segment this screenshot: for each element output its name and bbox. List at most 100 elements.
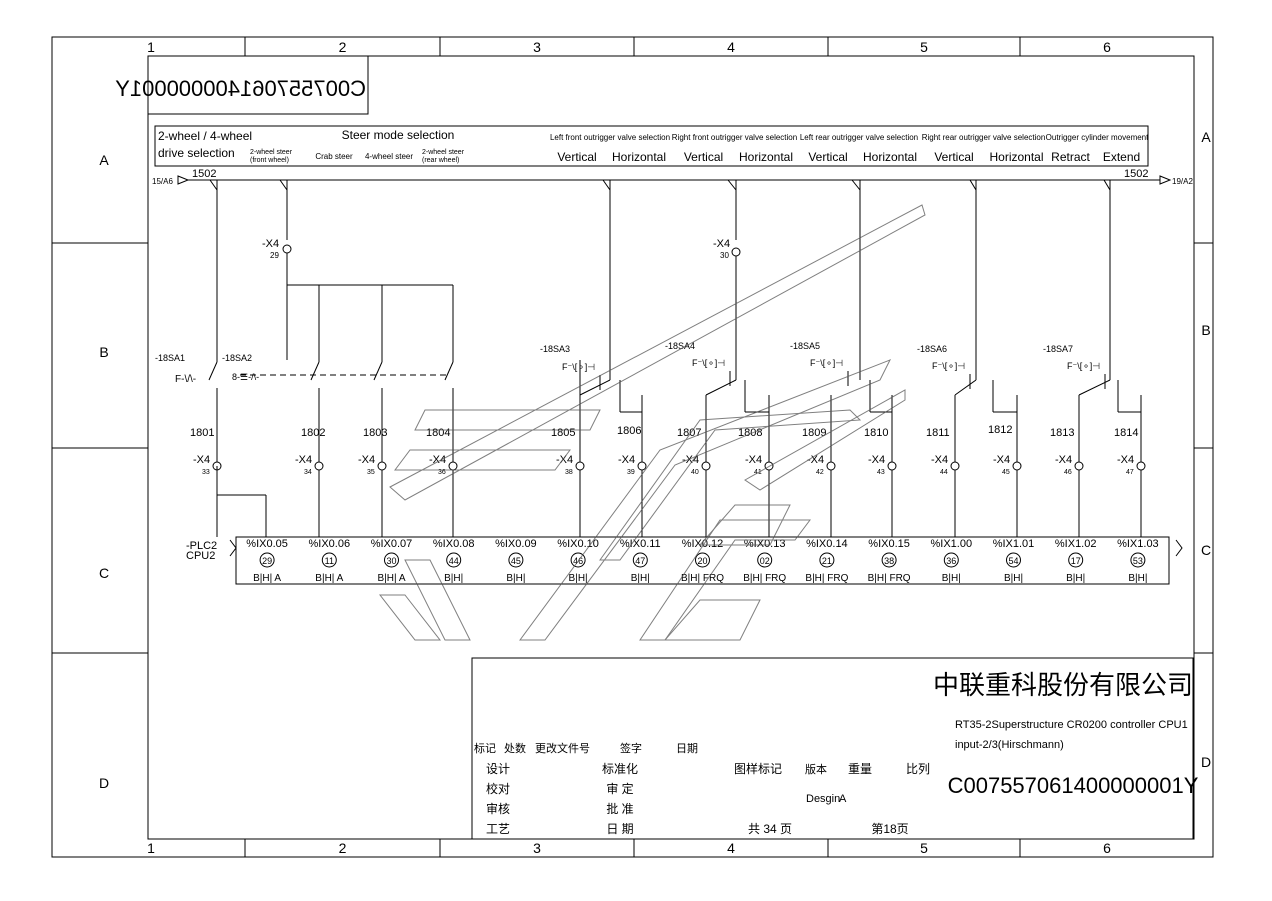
connector-label: -X4 — [931, 454, 948, 466]
switch-label: -18SA7 — [1043, 344, 1073, 354]
group-option: Vertical — [934, 150, 973, 164]
connector-pin: 43 — [877, 469, 885, 476]
plc-pin-circle — [1068, 552, 1084, 568]
plc-pin-circle — [321, 552, 337, 568]
plc-pin: 44 — [449, 556, 459, 566]
connector-label: -X4 — [556, 454, 573, 466]
plc-pin: 20 — [697, 556, 707, 566]
steer-mode-title: Steer mode selection — [342, 128, 455, 142]
connector-label: -X4 — [262, 238, 279, 250]
connector-pin: 45 — [1002, 469, 1010, 476]
design-value: A — [839, 793, 847, 805]
bus-ref-left: 15/A6 — [152, 177, 173, 186]
bus-ref-right: 19/A2 — [1172, 177, 1193, 186]
drive-selection-label: 2-wheel / 4-wheel — [158, 129, 252, 143]
drawing-number: C007557061400000001Y — [948, 773, 1199, 798]
wire-segment — [954, 379, 977, 396]
connector-label: -X4 — [713, 238, 730, 250]
connector-x4-43 — [887, 461, 897, 471]
connector-pin: 46 — [1064, 469, 1072, 476]
page-number: 第18页 — [871, 822, 908, 836]
plc-pin-circle — [570, 552, 586, 568]
plc-address: %IX0.11 — [620, 538, 661, 550]
frame-col-label: 5 — [920, 39, 928, 55]
selector-operator: F⁻\[⚬]⊣ — [562, 362, 595, 372]
version-label: 版本 — [805, 762, 827, 776]
frame-row-label: D — [99, 775, 109, 791]
frame-col-label: 4 — [727, 840, 735, 856]
plc-type: B|H| — [569, 573, 588, 584]
role-right: 审 定 — [606, 781, 633, 796]
connector-pin: 36 — [438, 469, 446, 476]
plc-address: %IX0.10 — [557, 538, 599, 550]
selector-operator: F⁻\[⚬]⊣ — [932, 361, 965, 371]
plc-type: B|H| — [1128, 573, 1147, 584]
steer-mode-label: 2-wheel steer — [422, 149, 465, 156]
switch-operator: 8-☰-/\- — [232, 372, 259, 382]
group-option: Horizontal — [612, 150, 666, 164]
connector-pin: 47 — [1126, 469, 1134, 476]
plc-address: %IX1.00 — [931, 538, 973, 550]
switch-label: -18SA4 — [665, 341, 695, 351]
bus-label-right: 1502 — [1124, 168, 1148, 180]
group-option: Vertical — [557, 150, 596, 164]
group-option: Extend — [1103, 150, 1140, 164]
group-title: Right front outrigger valve selection — [672, 133, 797, 142]
group-title: Right rear outrigger valve selection — [922, 133, 1046, 142]
group-title: Left rear outrigger valve selection — [800, 133, 918, 142]
wire-number: 1803 — [363, 427, 387, 439]
connector-pin: 35 — [367, 469, 375, 476]
connector-label: -X4 — [295, 454, 312, 466]
plc-pin: 47 — [635, 556, 645, 566]
function-header-table: 2-wheel / 4-wheel drive selection Steer mo… — [154, 125, 1149, 167]
connector-pin: 42 — [816, 469, 824, 476]
role-right: 日 期 — [606, 822, 633, 836]
schematic-labels: -X429-X430-18SA1-18SA2-18SA3-18SA4-18SA5… — [155, 238, 1138, 476]
plc-pin-circle — [508, 552, 524, 568]
title-block: 标记处数更改文件号签字日期设计校对审核工艺标准化审 定批 准日 期图样标记版本重… — [471, 657, 1199, 840]
role-right: 标准化 — [602, 762, 638, 776]
switch-label: -18SA2 — [222, 353, 252, 363]
plc-address: %IX0.07 — [371, 538, 413, 550]
connector-label: -X4 — [358, 454, 375, 466]
selector-operator: F⁻\[⚬]⊣ — [810, 358, 843, 368]
wire-number: 1807 — [677, 427, 701, 439]
role-left: 设计 — [486, 762, 510, 776]
group-option: Retract — [1051, 150, 1090, 164]
sample-mark: 图样标记 — [734, 761, 782, 776]
plc-address: %IX0.06 — [309, 538, 351, 550]
frame-row-label: D — [1201, 754, 1211, 770]
plc-type: B|H| A — [315, 573, 343, 584]
drive-selection-label: drive selection — [158, 146, 235, 160]
frame-col-label: 1 — [147, 840, 155, 856]
plc-address: %IX0.09 — [495, 538, 537, 550]
frame-row-label: B — [1201, 322, 1210, 338]
plc-pin-circle — [446, 552, 462, 568]
wire-segment — [279, 179, 288, 191]
plc-pin-circle — [1130, 552, 1146, 568]
wire-segment — [851, 179, 861, 191]
steer-mode-label: 4-wheel steer — [365, 152, 413, 161]
outer-frame — [51, 36, 1214, 858]
frame-col-label: 6 — [1103, 840, 1111, 856]
connector-x4-30 — [731, 247, 741, 257]
plc-pin-circle — [384, 552, 399, 568]
selector-operator: F⁻\[⚬]⊣ — [692, 358, 725, 368]
rev-header: 处数 — [504, 742, 526, 755]
plc-type: B|H| — [631, 573, 650, 584]
connector-pin: 44 — [940, 469, 948, 476]
role-right: 批 准 — [606, 801, 633, 816]
frame-col-label: 1 — [147, 39, 155, 55]
frame-col-label: 6 — [1103, 39, 1111, 55]
frame-row-label: C — [1201, 542, 1211, 558]
plc-pin: 17 — [1071, 556, 1081, 566]
plc-pin: 11 — [325, 556, 334, 566]
plc-pin: 29 — [262, 556, 272, 566]
connector-x4-39 — [637, 461, 647, 471]
connector-label: -X4 — [193, 454, 210, 466]
frame-row-label: A — [1201, 129, 1211, 145]
group-title: Left front outrigger valve selection — [550, 133, 670, 142]
plc-bracket-right — [1175, 539, 1183, 557]
